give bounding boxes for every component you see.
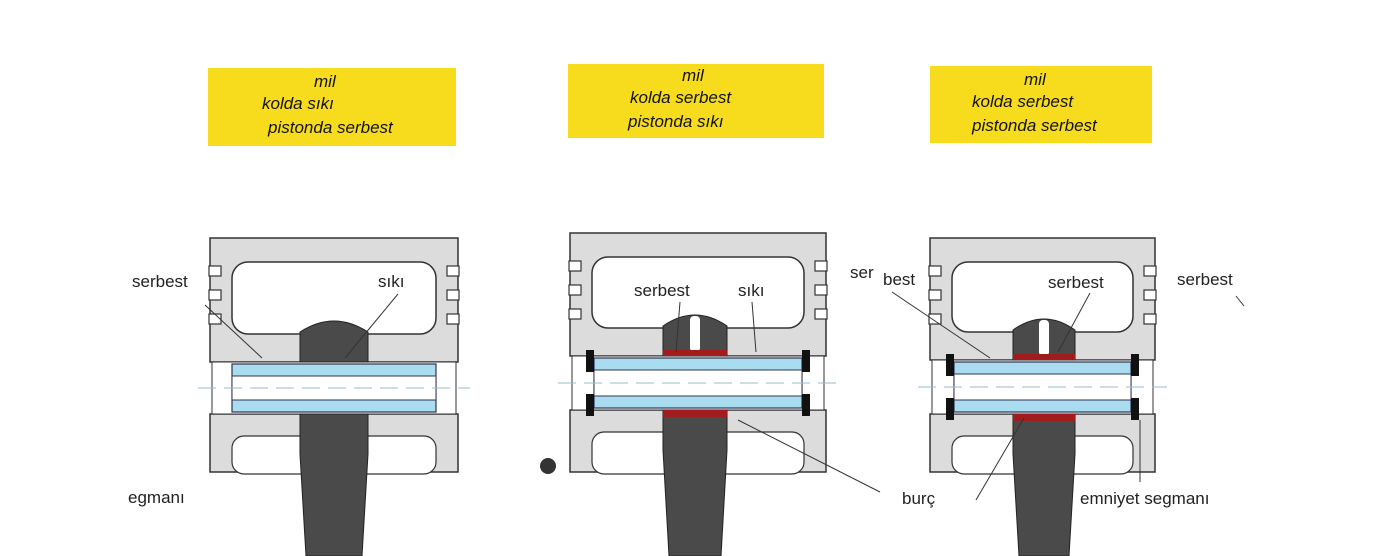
rod-small-end: [299, 320, 369, 363]
ring-groove: [446, 313, 460, 325]
leader-line: [975, 417, 1025, 501]
leader-line: [737, 419, 881, 493]
circlip: [1131, 398, 1139, 420]
title-line: kolda serbest: [972, 92, 1074, 111]
circlip: [946, 354, 954, 376]
ring-groove: [928, 313, 942, 325]
bushing: [663, 410, 727, 417]
oil-hole: [690, 316, 700, 352]
bushing: [1013, 414, 1075, 421]
panel-2-title: mil kolda serbest pistonda sıkı: [568, 64, 824, 138]
label-burc: burç: [902, 489, 936, 508]
connecting-rod: [662, 409, 728, 556]
leader-line: [1235, 295, 1245, 307]
label-siki: sıkı: [738, 281, 765, 300]
leader-line: [344, 293, 399, 359]
label-emniyet-segmani: emniyet segmanı: [1080, 489, 1210, 508]
circlip: [802, 350, 810, 372]
title-line: kolda sıkı: [262, 94, 334, 113]
label-ser: ser: [850, 263, 874, 282]
connecting-rod: [1012, 413, 1076, 556]
circlip: [586, 394, 594, 416]
ring-groove: [928, 289, 942, 301]
ring-groove: [814, 308, 828, 320]
ring-groove: [568, 284, 582, 296]
label-siki: sıkı: [378, 272, 405, 291]
ring-groove: [1143, 313, 1157, 325]
leader-line: [1057, 292, 1091, 353]
label-best: best: [883, 270, 916, 289]
title-line: pistonda serbest: [268, 118, 393, 137]
ring-groove: [814, 284, 828, 296]
leader-line: [891, 291, 991, 359]
label-serbest: serbest: [1048, 273, 1104, 292]
circlip: [586, 350, 594, 372]
label-segmani-fragment: egmanı: [128, 488, 185, 507]
panel-3-title: mil kolda serbest pistonda serbest: [930, 66, 1152, 143]
connecting-rod: [299, 413, 369, 556]
circlip: [946, 398, 954, 420]
label-serbest-right: serbest: [1177, 270, 1233, 289]
title-line: pistonda sıkı: [628, 112, 724, 131]
label-serbest: serbest: [132, 272, 188, 291]
circlip: [1131, 354, 1139, 376]
ring-groove: [928, 265, 942, 277]
panel-1-title: mil kolda sıkı pistonda serbest: [208, 68, 456, 146]
ring-groove: [1143, 265, 1157, 277]
bushing: [663, 350, 727, 356]
ring-groove: [568, 308, 582, 320]
leader-line: [204, 304, 263, 359]
title-line: mil: [1024, 70, 1046, 89]
oil-hole: [1039, 320, 1049, 356]
ring-groove: [208, 265, 222, 277]
ring-groove: [446, 289, 460, 301]
ring-groove: [814, 260, 828, 272]
ring-groove: [208, 313, 222, 325]
title-line: mil: [682, 66, 704, 85]
bushing: [1013, 354, 1075, 360]
label-serbest: serbest: [634, 281, 690, 300]
ring-groove: [1143, 289, 1157, 301]
title-line: mil: [314, 72, 336, 91]
scan-mark: [540, 458, 556, 474]
ring-groove: [446, 265, 460, 277]
ring-groove: [568, 260, 582, 272]
circlip: [802, 394, 810, 416]
title-line: kolda serbest: [630, 88, 732, 107]
leader-line: [675, 301, 681, 353]
ring-groove: [208, 289, 222, 301]
title-line: pistonda serbest: [972, 116, 1097, 135]
leader-line: [751, 301, 757, 353]
